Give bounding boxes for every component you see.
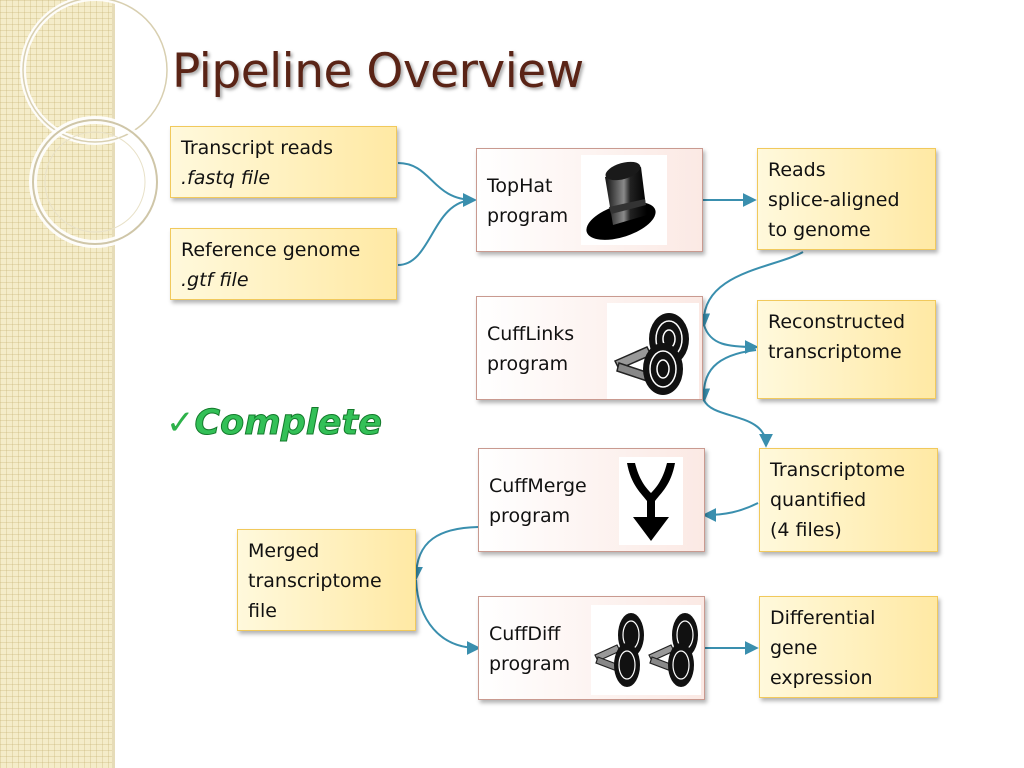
arrow-aligned-to-cufflinks [696, 251, 804, 328]
output-transcriptome-box: Reconstructed transcriptome [757, 300, 936, 399]
arrow-cufflinks-to-transcriptome [703, 324, 759, 354]
cuffmerge-type: program [489, 505, 571, 527]
output-aligned-line1: Reads [768, 159, 826, 181]
top-hat-icon [581, 155, 667, 245]
side-panel-border [112, 0, 115, 768]
input-reads-format: .fastq file [181, 167, 271, 189]
output-merged-line1: Merged [248, 540, 320, 562]
output-aligned-box: Reads splice-aligned to genome [757, 148, 936, 250]
arrow-genome-to-tophat [397, 193, 477, 266]
arrow-merged-to-cuffdiff [415, 579, 481, 655]
output-quantified-box: Transcriptome quantified (4 files) [759, 448, 938, 552]
output-aligned-line2: splice-aligned [768, 189, 900, 211]
output-quantified-line3: (4 files) [770, 519, 842, 541]
tophat-type: program [487, 205, 569, 227]
output-quantified-line2: quantified [770, 489, 867, 511]
cuffmerge-program-box: CuffMerge program [478, 448, 705, 552]
input-genome-box: Reference genome .gtf file [170, 228, 397, 300]
tophat-program-box: TopHat program [476, 148, 703, 252]
cuffdiff-type: program [489, 653, 571, 675]
input-genome-format: .gtf file [181, 269, 249, 291]
output-diff-box: Differential gene expression [759, 596, 938, 698]
decorative-circles [20, 0, 170, 248]
arrow-cufflinks-to-quantified [703, 399, 773, 448]
cuffmerge-name: CuffMerge [489, 475, 587, 497]
cuffdiff-name: CuffDiff [489, 623, 561, 645]
input-reads-box: Transcript reads .fastq file [170, 126, 397, 198]
output-merged-box: Merged transcriptome file [237, 529, 416, 631]
input-reads-label: Transcript reads [181, 137, 333, 159]
page-title: Pipeline Overview [172, 44, 584, 99]
cufflinks-pair-icon [591, 605, 701, 695]
output-transcriptome-line1: Reconstructed [768, 311, 905, 333]
arrow-reads-to-tophat [397, 162, 477, 207]
arrow-transcriptome-to-cufflinks [696, 349, 757, 403]
tophat-name: TopHat [487, 175, 553, 197]
output-merged-line3: file [248, 600, 277, 622]
output-diff-line3: expression [770, 667, 873, 689]
merge-arrow-icon [619, 457, 683, 545]
complete-label: Complete [194, 403, 382, 444]
output-aligned-line3: to genome [768, 219, 871, 241]
output-diff-line2: gene [770, 637, 818, 659]
cufflinks-program-box: CuffLinks program [476, 296, 703, 400]
complete-status: ✓Complete [166, 403, 382, 444]
cufflinks-type: program [487, 353, 569, 375]
cufflinks-name: CuffLinks [487, 323, 575, 345]
input-genome-label: Reference genome [181, 239, 361, 261]
cuffdiff-program-box: CuffDiff program [478, 596, 705, 700]
output-diff-line1: Differential [770, 607, 876, 629]
output-transcriptome-line2: transcriptome [768, 341, 902, 363]
output-merged-line2: transcriptome [248, 570, 382, 592]
output-quantified-line1: Transcriptome [770, 459, 906, 481]
cufflinks-icon [607, 303, 699, 399]
arrow-cuffmerge-to-merged [409, 526, 479, 581]
arrow-quantified-to-cuffmerge [702, 502, 759, 522]
checkmark-icon: ✓ [166, 403, 195, 443]
